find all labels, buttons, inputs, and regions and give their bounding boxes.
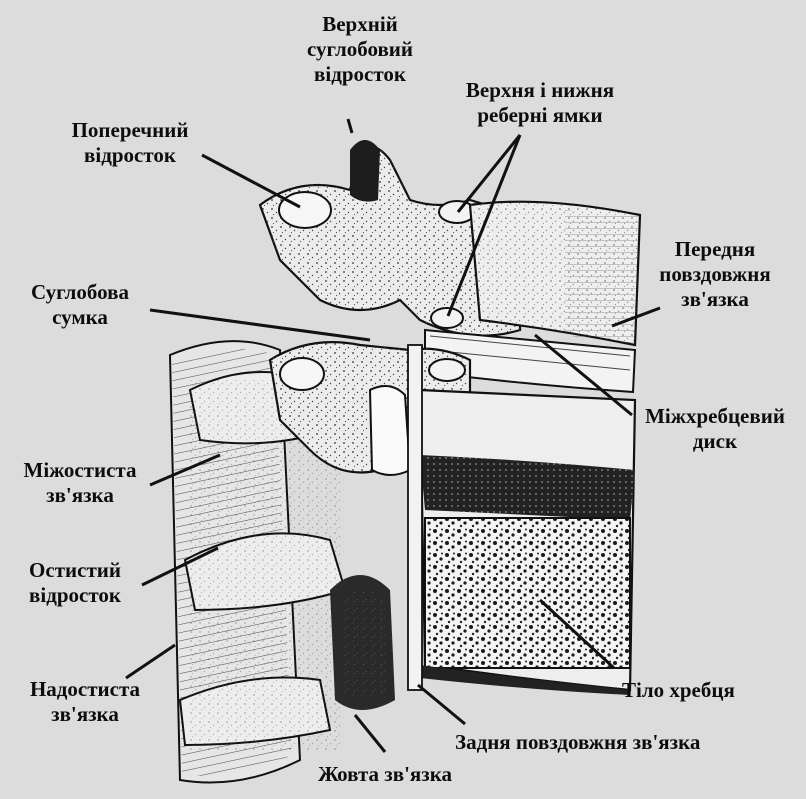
label-line: Суглобова [15,280,145,305]
vertebral-foramen [370,386,410,475]
label-upper-articular-process: Верхній суглобовий відросток [300,12,420,87]
label-line: Верхня і нижня [450,78,630,103]
label-transverse-process: Поперечний відросток [50,118,210,168]
label-line: суглобовий [300,37,420,62]
label-line: Передня [650,237,780,262]
label-line: зв'язка [10,702,160,727]
label-supraspinous-ligament: Надостиста зв'язка [10,677,160,727]
leader-supraspinous [126,645,175,678]
label-line: Надостиста [10,677,160,702]
label-line: Поперечний [50,118,210,143]
label-anterior-longitudinal-ligament: Передня повздовжня зв'язка [650,237,780,312]
label-interspinous-ligament: Міжостиста зв'язка [10,458,150,508]
label-line: сумка [15,305,145,330]
label-line: диск [625,429,805,454]
label-line: Верхній [300,12,420,37]
label-line: відросток [50,143,210,168]
leader-flavum [355,715,385,752]
label-line: відросток [10,583,140,608]
label-line: реберні ямки [450,103,630,128]
leader-posterior-ligament [418,685,465,724]
label-line: Міжостиста [10,458,150,483]
label-line: відросток [300,62,420,87]
label-spinous-process: Остистий відросток [10,558,140,608]
label-intervertebral-disc: Міжхребцевий диск [625,404,805,454]
label-costal-pits: Верхня і нижня реберні ямки [450,78,630,128]
label-vertebral-body: Тіло хребця [622,678,735,703]
label-ligamentum-flavum: Жовта зв'язка [318,762,452,787]
label-articular-capsule: Суглобова сумка [15,280,145,330]
leader-articular-capsule [150,310,370,340]
label-line: повздовжня [650,262,780,287]
label-posterior-longitudinal-ligament: Задня повздовжня зв'язка [455,730,700,755]
label-line: зв'язка [650,287,780,312]
label-line: Міжхребцевий [625,404,805,429]
lower-vertebral-body [420,390,635,695]
label-line: Остистий [10,558,140,583]
leader-costal-pit-upper [458,135,520,212]
label-line: зв'язка [10,483,150,508]
leader-upper-articular [348,119,352,133]
leader-transverse [202,155,300,207]
